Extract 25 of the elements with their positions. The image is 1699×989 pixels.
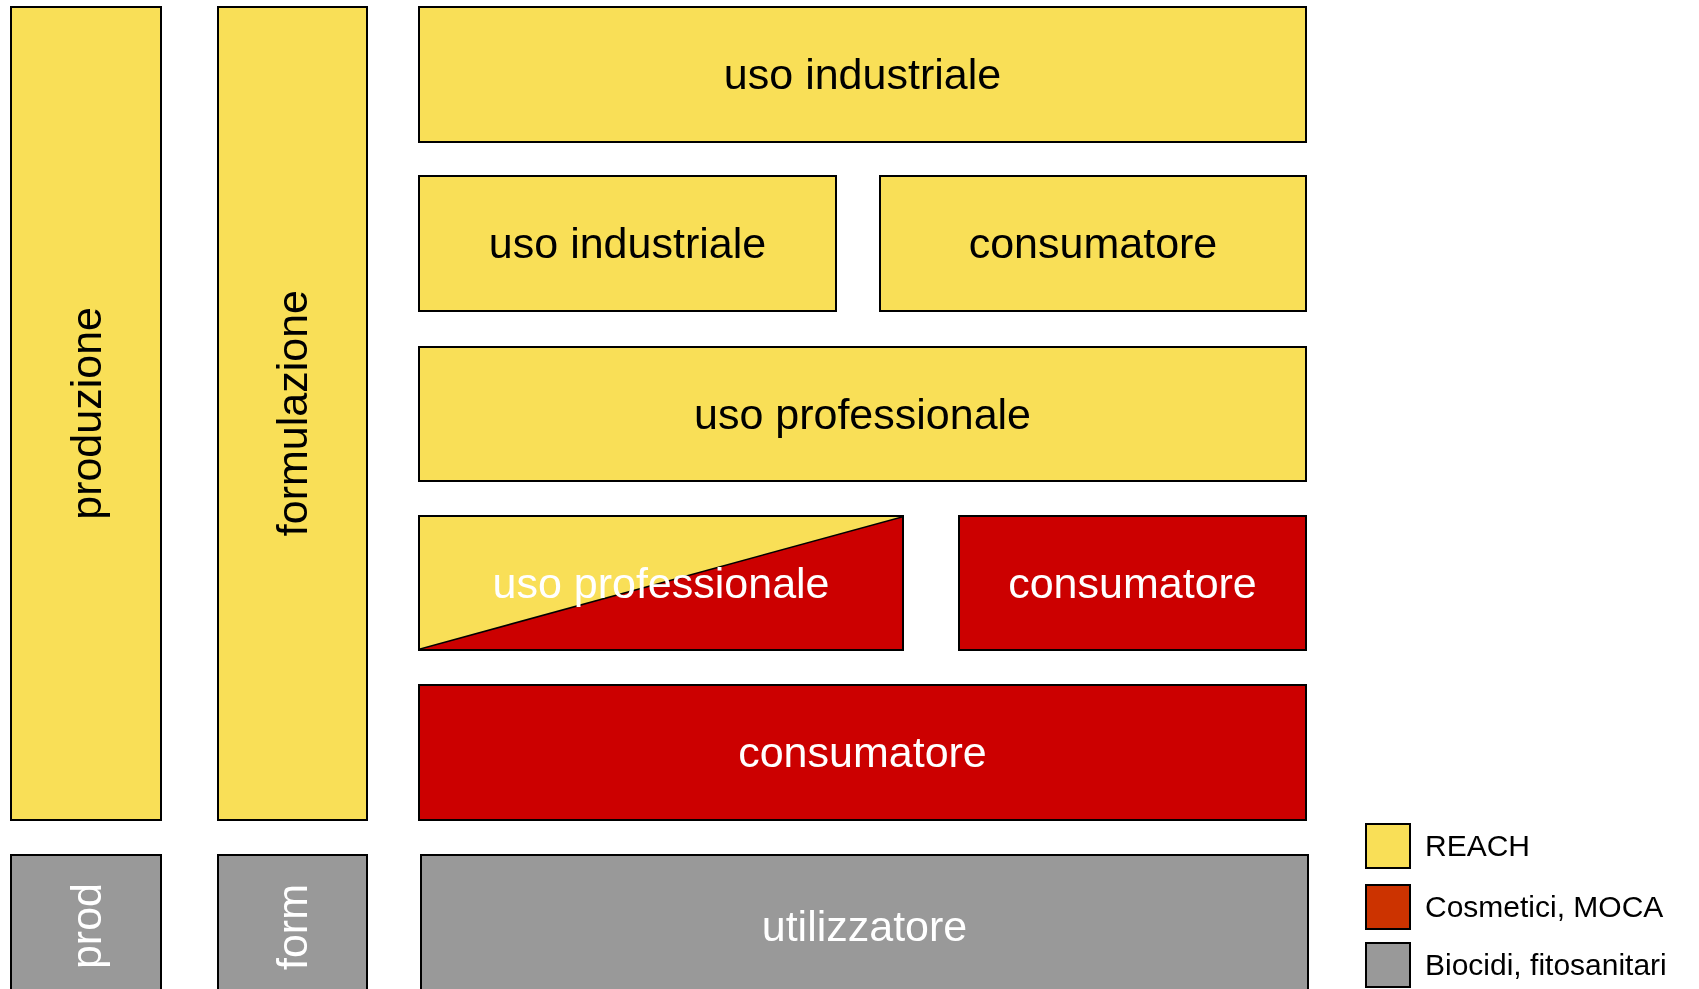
- box-label: produzione: [61, 307, 111, 520]
- box-label: uso industriale: [723, 50, 1002, 99]
- consumer-box: [958, 515, 1307, 651]
- formulation-bar: [217, 854, 368, 989]
- user-box: [420, 854, 1309, 989]
- box-label: uso industriale: [488, 219, 767, 268]
- product-bar: [10, 854, 162, 989]
- box-label: uso professionale: [693, 389, 1032, 439]
- legend-label: REACH: [1425, 829, 1530, 863]
- use-box: [418, 346, 1307, 482]
- box-label: consumatore: [1008, 558, 1257, 608]
- box-label: formulazione: [268, 290, 317, 537]
- box-label: form: [268, 883, 317, 970]
- consumer-box: [879, 175, 1307, 312]
- box-label: consumatore: [738, 728, 987, 777]
- legend-label: Biocidi, fitosanitari: [1425, 948, 1667, 982]
- box-label: utilizzatore: [761, 902, 968, 951]
- consumer-box: [418, 684, 1307, 821]
- box-label: consumatore: [968, 219, 1218, 268]
- use-box: [418, 6, 1307, 143]
- formulation-bar: [217, 6, 368, 821]
- legend-label: Cosmetici, MOCA: [1425, 890, 1664, 924]
- production-bar: [10, 6, 162, 821]
- box-label: prod: [61, 883, 111, 970]
- use-box: [418, 175, 837, 312]
